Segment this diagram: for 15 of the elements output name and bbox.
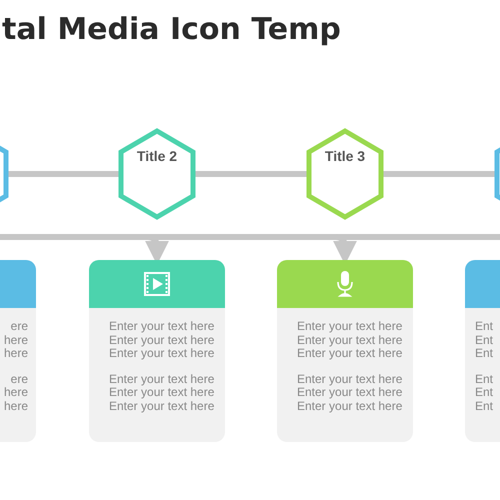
text-card — [89, 260, 225, 442]
hexagon-shape — [117, 128, 197, 220]
body-text: ere here here — [2, 372, 28, 413]
title: tal Media Icon Temp — [2, 12, 341, 47]
body-text: Ent Ent Ent — [475, 320, 494, 360]
hexagon-title: Title 2 — [136, 148, 178, 164]
text-card — [277, 260, 413, 442]
body-text: Enter your text here Enter your text here Enter your text here — [297, 320, 404, 360]
hexagon-title: Title 3 — [324, 148, 366, 164]
body-text: Enter your text here Enter your text here Enter your text here — [109, 372, 216, 413]
body-text: Ent Ent Ent — [475, 372, 494, 413]
body-text: ere here here — [2, 320, 28, 360]
body-text: Enter your text here Enter your text here Enter your text here — [109, 320, 216, 360]
body-text: Enter your text here Enter your text here Enter your text here — [297, 372, 404, 413]
hexagon-shape — [305, 128, 385, 220]
